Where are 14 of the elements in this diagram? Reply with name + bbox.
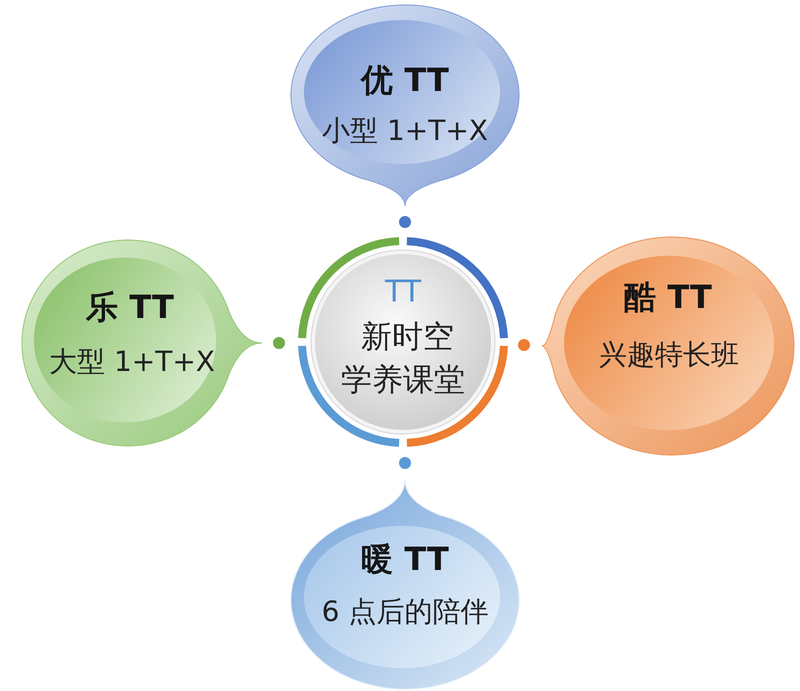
bubble-text: 6 点后的陪伴 [322,594,488,630]
hub-label: TT [384,274,422,310]
bubble-heading: 乐 TT [86,287,174,328]
speech-bubble [290,478,520,691]
speech-bubble [20,238,265,448]
hub-title: 新时空学养课堂 [340,318,466,400]
bubble-text: 大型 1+T+X [49,344,215,380]
bubble-heading: 优 TT [361,60,449,101]
speech-bubble [290,3,520,208]
center-circle [295,234,511,450]
bubble-text: 小型 1+T+X [322,113,488,149]
bubble-text: 兴趣特长班 [599,337,739,373]
bubble-heading: 暖 TT [361,539,449,580]
bubble-heading: 酷 TT [624,277,712,318]
